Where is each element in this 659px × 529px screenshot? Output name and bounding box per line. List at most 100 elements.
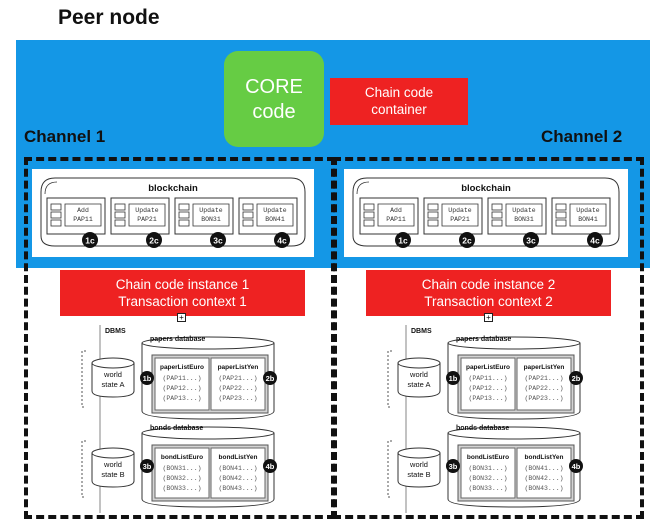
block-1-badge: 1c [398, 236, 408, 246]
expand-icon[interactable]: + [484, 313, 493, 322]
bondlisteuro-row: (BON32...) [162, 475, 201, 482]
bondlistyen-row: (BON42...) [218, 475, 257, 482]
bonds-database: bonds database bondListEuro (BON31...) (… [140, 425, 277, 508]
papers-database: papers database paperListEuro (PAP11...)… [446, 336, 583, 420]
world-state-a-line1: world [409, 370, 428, 379]
chaincode-container-line1: Chain code [364, 85, 434, 100]
bondlistyen-title: bondListYen [219, 454, 258, 461]
channel-1-blockchain-frame: blockchain Add PAP11 1c Update PAP21 2c … [32, 169, 314, 257]
block-3: Update BON31 3c [174, 197, 234, 248]
chaincode-container-box: Chain code container [330, 78, 468, 125]
core-label-line2: code [252, 101, 296, 123]
channel-2-dbms-diagram: DBMS papers database paperListEuro (PAP1… [386, 325, 596, 518]
instance-1-line2: Transaction context 1 [118, 294, 247, 309]
world-state-a-line2: state A [408, 380, 431, 389]
channel-2-blockchain-diagram: blockchain Add PAP11 1c Update PAP21 2c … [352, 177, 620, 248]
papers-db-title: papers database [150, 336, 205, 343]
block-3-line2: BON31 [201, 216, 221, 223]
badge-4b: 4b [572, 462, 581, 471]
world-state-b-line1: world [409, 460, 428, 469]
block-3-line1: Update [512, 207, 536, 214]
papers-db-title: papers database [456, 336, 511, 343]
paperlistyen-row: (PAP23...) [218, 395, 257, 402]
bondlisteuro-row: (BON32...) [468, 475, 507, 482]
bondlisteuro-title: bondListEuro [467, 454, 509, 461]
block-4-badge: 4c [277, 236, 287, 246]
block-3-badge: 3c [526, 236, 536, 246]
block-4-line1: Update [263, 207, 287, 214]
badge-2b: 2b [266, 374, 275, 383]
expand-icon[interactable]: + [177, 313, 186, 322]
block-2-line1: Update [135, 207, 159, 214]
paperlisteuro-title: paperListEuro [466, 364, 510, 371]
paperlisteuro-title: paperListEuro [160, 364, 204, 371]
bondlistyen-row: (BON41...) [218, 465, 257, 472]
paperlistyen-row: (PAP22...) [218, 385, 257, 392]
block-1: Add PAP11 1c [359, 197, 419, 248]
block-2-badge: 2c [462, 236, 472, 246]
instance-1-line1: Chain code instance 1 [115, 277, 250, 292]
instance-2-line1: Chain code instance 2 [421, 277, 556, 292]
papers-database: papers database paperListEuro (PAP11...)… [140, 336, 277, 420]
block-2-badge: 2c [149, 236, 159, 246]
paperlisteuro-row: (PAP12...) [468, 385, 507, 392]
block-4-line2: BON41 [578, 216, 598, 223]
blockchain-title: blockchain [461, 183, 511, 194]
world-state-a: world state A [387, 350, 441, 408]
badge-3b: 3b [449, 462, 458, 471]
world-state-b: world state B [387, 440, 441, 498]
block-2-line2: PAP21 [450, 216, 470, 223]
block-1-line2: PAP11 [73, 216, 93, 223]
paperlisteuro-row: (PAP13...) [468, 395, 507, 402]
block-1-line1: Add [77, 207, 89, 214]
world-state-a-line2: state A [102, 380, 125, 389]
world-state-b-line2: state B [407, 470, 430, 479]
paperlisteuro-row: (PAP12...) [162, 385, 201, 392]
block-2-line2: PAP21 [137, 216, 157, 223]
block-4-badge: 4c [590, 236, 600, 246]
page-title: Peer node [58, 6, 160, 29]
paperlisteuro-row: (PAP11...) [162, 375, 201, 382]
block-4-line1: Update [576, 207, 600, 214]
block-2: Update PAP21 2c [110, 197, 170, 248]
bondlisteuro-row: (BON31...) [468, 465, 507, 472]
blockchain-title: blockchain [148, 183, 198, 194]
channel-1-blockchain-diagram: blockchain Add PAP11 1c Update PAP21 2c … [40, 177, 306, 248]
bonds-db-title: bonds database [150, 425, 203, 432]
badge-1b: 1b [143, 374, 152, 383]
chaincode-container-line2: container [371, 102, 427, 117]
channel-2-box [333, 157, 644, 519]
bondlistyen-row: (BON41...) [524, 465, 563, 472]
block-1-badge: 1c [85, 236, 95, 246]
paperlistyen-row: (PAP22...) [524, 385, 563, 392]
block-4: Update BON41 4c [238, 197, 298, 248]
core-label-line1: CORE [245, 76, 303, 98]
dbms-diagram: DBMS papers database paperListEuro (PAP1… [387, 325, 583, 513]
bondlisteuro-row: (BON31...) [162, 465, 201, 472]
badge-1b: 1b [449, 374, 458, 383]
world-state-b-line2: state B [101, 470, 124, 479]
paperlistyen-title: paperListYen [524, 364, 565, 371]
bondlistyen-title: bondListYen [525, 454, 564, 461]
block-1: Add PAP11 1c [46, 197, 106, 248]
world-state-b: world state B [81, 440, 135, 498]
badge-2b: 2b [572, 374, 581, 383]
bondlisteuro-row: (BON33...) [468, 485, 507, 492]
paperlisteuro-row: (PAP11...) [468, 375, 507, 382]
bondlisteuro-row: (BON33...) [162, 485, 201, 492]
block-4-line2: BON41 [265, 216, 285, 223]
badge-3b: 3b [143, 462, 152, 471]
world-state-a-line1: world [103, 370, 122, 379]
dbms-diagram: DBMS papers database paperListEuro (PAP1… [81, 325, 277, 513]
bondlistyen-row: (BON43...) [218, 485, 257, 492]
channel-1-dbms-diagram: DBMS papers database paperListEuro (PAP1… [80, 325, 290, 518]
channel-2-label: Channel 2 [541, 127, 623, 146]
paperlistyen-row: (PAP23...) [524, 395, 563, 402]
world-state-a: world state A [81, 350, 135, 408]
block-3-line2: BON31 [514, 216, 534, 223]
bonds-db-title: bonds database [456, 425, 509, 432]
block-2-line1: Update [448, 207, 472, 214]
instance-2-line2: Transaction context 2 [424, 294, 553, 309]
block-4: Update BON41 4c [551, 197, 611, 248]
channel-1-label: Channel 1 [24, 127, 106, 146]
